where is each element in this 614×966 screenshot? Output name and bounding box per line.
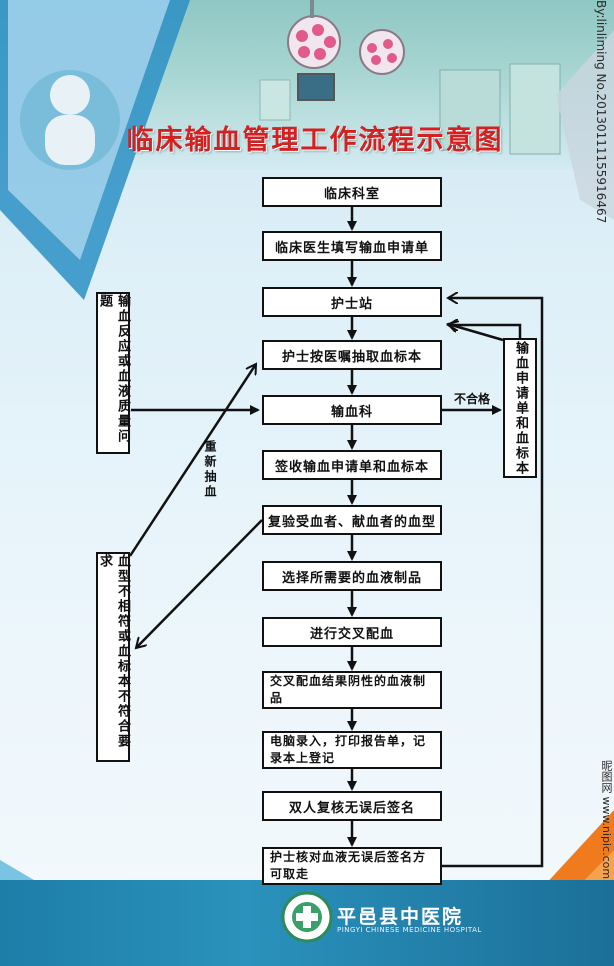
arrow-loop-to-nurse-station (442, 298, 544, 868)
arrow-return-nurse-station (448, 325, 522, 338)
monitor-icon (297, 73, 335, 101)
side-box-label: 输血反应或血液质量问题 (97, 294, 130, 444)
side-box-type-mismatch: 血型不相符或血标本不符合要求 (96, 552, 130, 762)
step-clinical-dept: 临床科室 (262, 177, 442, 207)
page-title: 临床输血管理工作流程示意图 (126, 125, 504, 156)
arrow-return-draw (448, 324, 504, 342)
hospital-name-en: PINGYI CHINESE MEDICINE HOSPITAL (337, 926, 482, 934)
side-box-application-sample: 输血申请单和血标本 (503, 338, 537, 478)
label-redraw: 重新抽血 (203, 440, 217, 500)
arrow-redraw (128, 364, 256, 557)
watermark-bottom: 昵图网 www.nipic.com (600, 760, 613, 880)
step-recheck-type: 复验受血者、献血者的血型 (262, 505, 442, 535)
step-negative-result: 交叉配血结果阴性的血液制品 (262, 671, 442, 709)
step-crossmatch: 进行交叉配血 (262, 617, 442, 647)
step-select-product: 选择所需要的血液制品 (262, 561, 442, 591)
step-double-check: 双人复核无误后签名 (262, 791, 442, 821)
label-unqualified: 不合格 (454, 392, 491, 406)
watermark-right: By:linliming No.20130111155916467 (594, 0, 608, 224)
step-draw-sample: 护士按医嘱抽取血标本 (262, 340, 442, 370)
step-blood-dept: 输血科 (262, 395, 442, 425)
step-sign-receipt: 签收输血申请单和血标本 (262, 450, 442, 480)
hospital-name: 平邑县中医院 (337, 906, 464, 928)
side-box-label: 血型不相符或血标本不符合要求 (97, 554, 130, 749)
surgical-lamp-icon (287, 0, 405, 75)
step-nurse-station: 护士站 (262, 287, 442, 317)
step-computer-entry: 电脑录入，打印报告单，记录本上登记 (262, 731, 442, 769)
step-doctor-form: 临床医生填写输血申请单 (262, 231, 442, 261)
arrow-mismatch (136, 519, 263, 648)
side-box-label: 输血申请单和血标本 (513, 340, 528, 476)
side-box-transfusion-reaction: 输血反应或血液质量问题 (96, 292, 130, 454)
step-nurse-verify: 护士核对血液无误后签名方可取走 (262, 847, 442, 885)
